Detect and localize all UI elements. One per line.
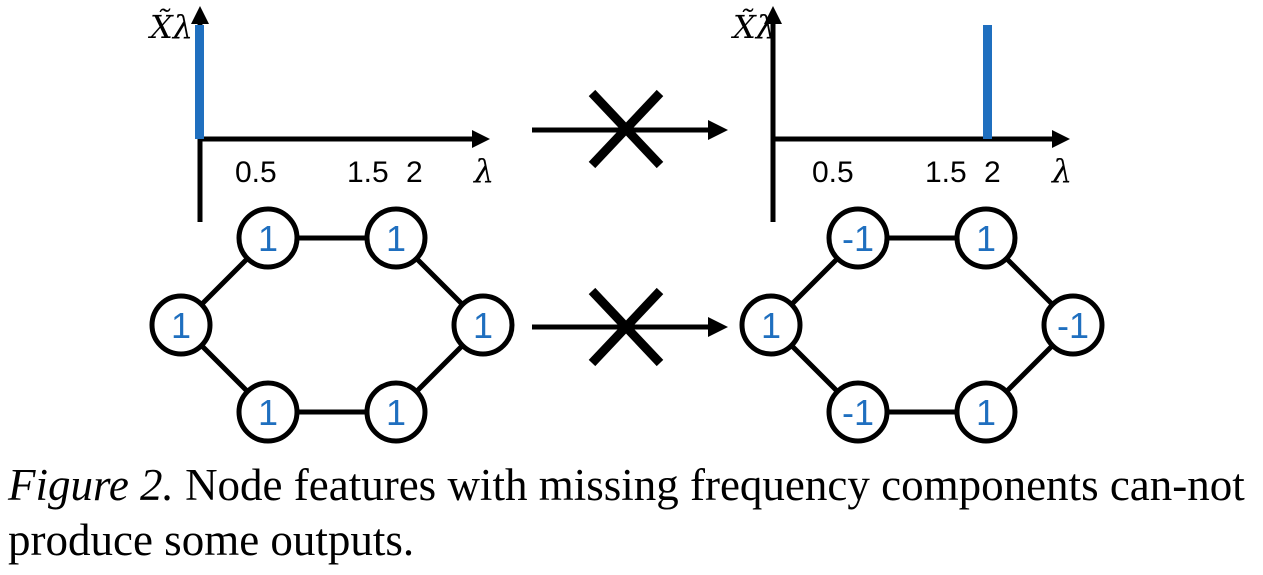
figure-diagram: X̃λ λ 0.5 1.5 2 X̃λ λ 0.5 1.5 2 — [147, 6, 1105, 444]
svg-text:1: 1 — [258, 218, 278, 259]
right-x-arrowhead — [1052, 130, 1070, 148]
figure-caption: Figure 2. Node features with missing fre… — [8, 458, 1258, 568]
right-y-axis-label: X̃λ — [730, 8, 776, 46]
svg-text:1: 1 — [761, 305, 781, 346]
right-tick-0.5: 0.5 — [812, 156, 854, 189]
right-graph-edges — [769, 235, 1075, 415]
svg-text:1: 1 — [386, 392, 406, 433]
svg-text:-1: -1 — [1057, 305, 1089, 346]
graph-node: 1 — [451, 293, 515, 357]
graph-node: 1 — [364, 380, 428, 444]
svg-text:-1: -1 — [842, 218, 874, 259]
left-tick-2: 2 — [406, 156, 423, 189]
left-graph-edges — [179, 235, 485, 415]
graph-node: -1 — [1041, 293, 1105, 357]
left-x-axis-label: λ — [472, 152, 494, 190]
svg-text:-1: -1 — [842, 392, 874, 433]
right-spectrum-bar — [983, 25, 992, 139]
svg-text:1: 1 — [258, 392, 278, 433]
caption-text: Node features with missing frequency com… — [8, 460, 1245, 565]
right-spectrum-plot: X̃λ λ 0.5 1.5 2 — [730, 6, 1072, 222]
top-arrow-head — [708, 120, 728, 140]
graph-node: 1 — [236, 380, 300, 444]
graph-node: 1 — [364, 206, 428, 270]
bottom-arrow-head — [708, 317, 728, 337]
graph-node: 1 — [739, 293, 803, 357]
bottom-cross-icon — [588, 287, 664, 367]
graph-node: -1 — [826, 206, 890, 270]
figure-label: Figure 2. — [8, 460, 174, 510]
top-cross-icon — [588, 89, 664, 169]
graph-node: 1 — [954, 206, 1018, 270]
right-tick-2: 2 — [984, 156, 1001, 189]
graph-node: -1 — [826, 380, 890, 444]
bottom-transform-arrow — [532, 287, 728, 367]
left-spectrum-plot: X̃λ λ 0.5 1.5 2 — [147, 6, 494, 222]
right-x-axis-label: λ — [1050, 152, 1072, 190]
svg-text:1: 1 — [171, 305, 191, 346]
svg-text:1: 1 — [386, 218, 406, 259]
svg-text:1: 1 — [976, 218, 996, 259]
left-spectrum-bar — [195, 25, 204, 139]
left-x-arrowhead — [472, 130, 490, 148]
right-graph: -1 1 -1 1 -1 1 — [739, 206, 1105, 444]
left-tick-1.5: 1.5 — [347, 156, 389, 189]
left-tick-0.5: 0.5 — [235, 156, 277, 189]
graph-node: 1 — [149, 293, 213, 357]
right-y-arrowhead — [764, 6, 782, 24]
svg-text:1: 1 — [473, 305, 493, 346]
graph-node: 1 — [954, 380, 1018, 444]
left-y-arrowhead — [191, 6, 209, 24]
top-transform-arrow — [532, 89, 728, 169]
svg-text:1: 1 — [976, 392, 996, 433]
right-tick-1.5: 1.5 — [925, 156, 967, 189]
graph-node: 1 — [236, 206, 300, 270]
left-y-axis-label: X̃λ — [147, 8, 193, 46]
left-graph: 1 1 1 1 1 1 — [149, 206, 515, 444]
